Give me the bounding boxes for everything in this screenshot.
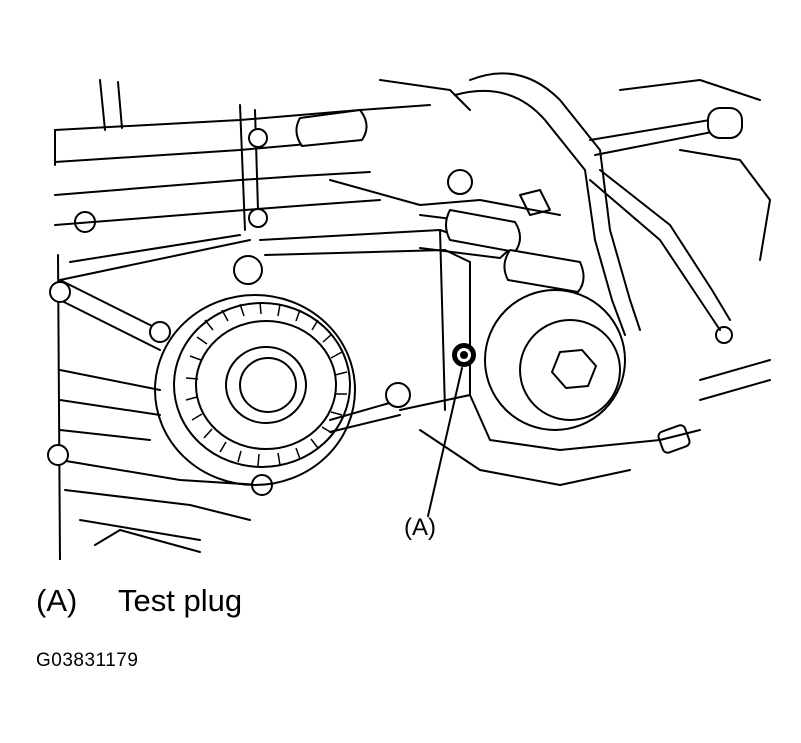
engine-block-outline <box>54 79 431 560</box>
crank-pulley <box>154 294 356 486</box>
legend: (A) Test plug <box>36 583 242 619</box>
housing-and-filter <box>259 72 771 486</box>
bolt-heads <box>47 128 733 496</box>
legend-description: Test plug <box>118 583 243 618</box>
callout-label-a: (A) <box>404 514 436 541</box>
test-plug <box>452 343 476 367</box>
figure-id: G03831179 <box>36 650 139 671</box>
legend-key: (A) <box>36 583 78 618</box>
engine-line-drawing <box>47 72 771 560</box>
callout-leader-line <box>427 367 463 517</box>
